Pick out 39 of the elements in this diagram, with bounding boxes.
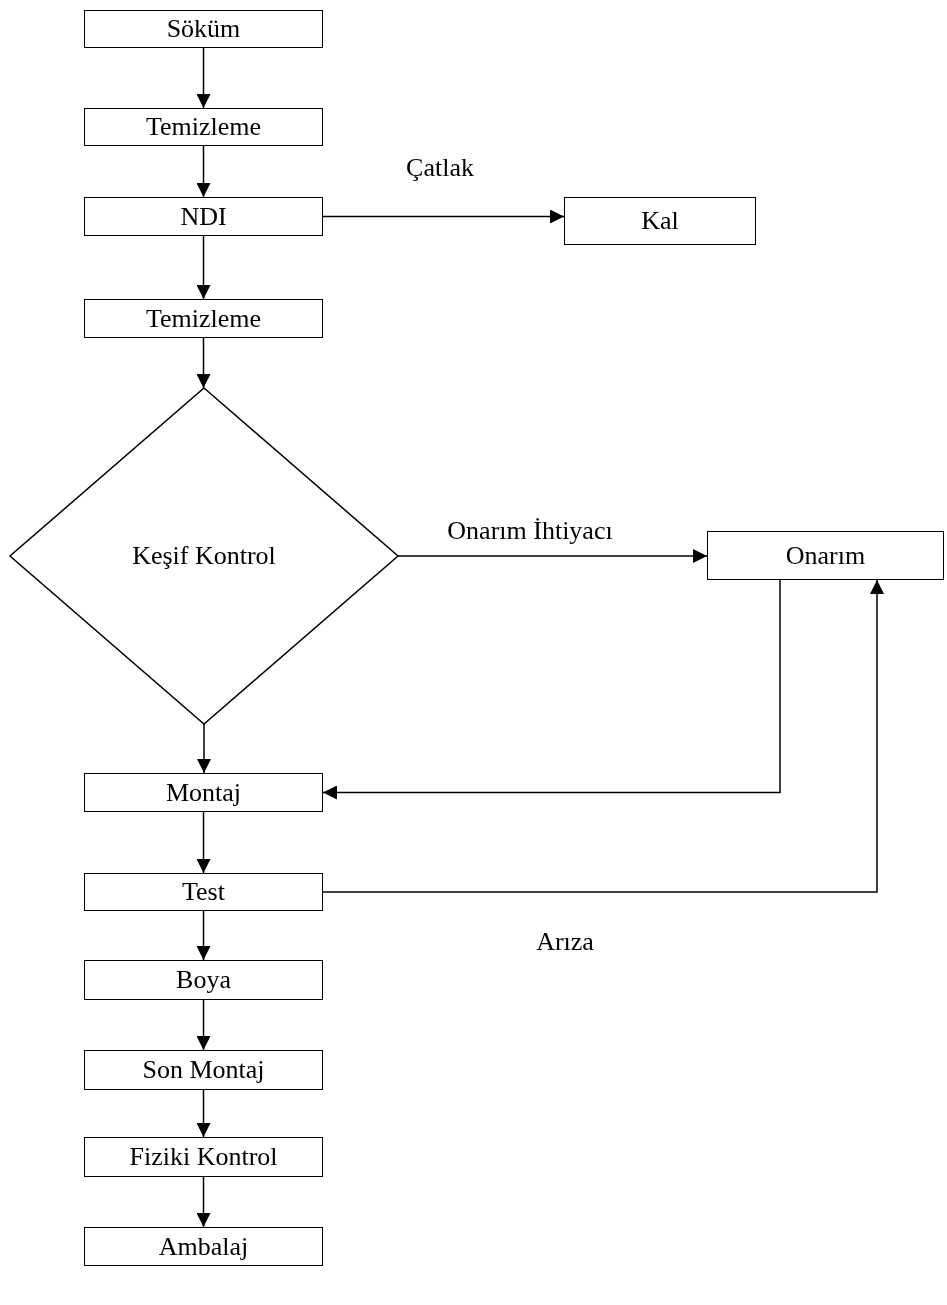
process-box [84,1137,323,1177]
arrow [196,47,211,109]
node-label: Kal [641,205,679,237]
arrow [322,579,781,800]
arrow [196,145,211,198]
node-label: Temizleme [145,302,262,335]
process-box [84,197,323,236]
process-box [84,773,323,812]
arrow [196,999,211,1051]
node-label: Keşif Kontrol [132,540,276,572]
node-label: Ambalaj [158,1230,249,1263]
arrow [322,209,565,224]
process-box [84,873,323,911]
arrow [196,1089,211,1138]
arrow [322,579,884,893]
node-label: NDI [180,200,227,233]
node-label: Test [182,876,225,908]
process-box [84,1227,323,1266]
arrow [196,811,211,874]
node-label: Montaj [165,776,242,809]
process-box [84,108,323,146]
process-box [84,10,323,48]
process-box [84,1050,323,1090]
node-label: Fiziki Kontrol [129,1141,278,1173]
arrow [196,1176,211,1228]
process-box [707,531,944,580]
node-label: Söküm [166,13,241,45]
arrow [397,549,708,563]
node-label: Boya [176,964,231,996]
process-box [84,299,323,338]
process-box [84,960,323,1000]
node-label: Onarım [785,539,866,572]
process-box [564,197,756,245]
arrow [197,723,211,774]
arrow [196,235,211,300]
arrow [196,337,211,389]
node-label: Temizleme [145,111,262,143]
node-label: Son Montaj [142,1054,265,1086]
arrow [196,910,211,961]
